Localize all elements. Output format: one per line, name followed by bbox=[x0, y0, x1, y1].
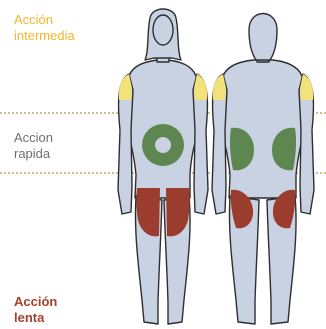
label-intermediate-line1: Acción bbox=[14, 12, 75, 28]
back-body-figure bbox=[212, 14, 314, 325]
label-intermediate-line2: intermedia bbox=[14, 28, 75, 44]
label-fast-line1: Accion bbox=[14, 130, 53, 146]
front-body-figure bbox=[118, 9, 208, 324]
label-fast-action: Accion rapida bbox=[14, 130, 53, 162]
back-hair bbox=[249, 14, 277, 61]
label-slow-action: Acción lenta bbox=[14, 294, 57, 326]
label-slow-line1: Acción bbox=[14, 294, 57, 310]
label-fast-line2: rapida bbox=[14, 146, 53, 162]
front-navel-ring bbox=[155, 137, 171, 153]
label-intermediate-action: Acción intermedia bbox=[14, 12, 75, 44]
label-slow-line2: lenta bbox=[14, 310, 57, 326]
front-head bbox=[153, 15, 173, 45]
